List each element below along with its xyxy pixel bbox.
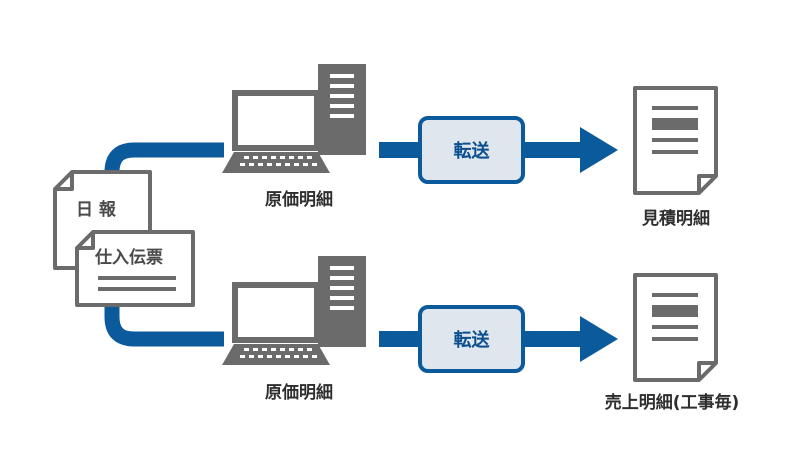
transfer-badge [418, 116, 525, 184]
server-tower-icon [318, 256, 366, 347]
server-tower-icon [318, 64, 366, 155]
arrow-head [580, 316, 618, 362]
computer-icon [222, 64, 366, 173]
daily-report-title: 日 報 [76, 199, 117, 220]
top-row: 原価明細 転送 見積明細 [222, 64, 718, 229]
laptop-keyboard [222, 344, 330, 365]
laptop-keyboard [222, 152, 330, 173]
source-documents: 日 報 仕入伝票 [53, 170, 195, 307]
connector-bottom [104, 298, 224, 347]
bottom-output-label: 売上明細(工事毎) [605, 392, 740, 413]
arrow-head [580, 127, 618, 173]
text-line [98, 276, 176, 280]
text-line [98, 287, 176, 291]
top-output-label: 見積明細 [641, 208, 710, 229]
top-transfer-label: 転送 [454, 140, 491, 162]
purchase-slip-document: 仕入伝票 [75, 230, 195, 307]
top-transfer-arrow: 転送 [379, 116, 618, 184]
estimate-document-icon [633, 86, 718, 195]
laptop-screen [232, 282, 320, 343]
purchase-slip-title: 仕入伝票 [94, 247, 163, 268]
transfer-badge [418, 305, 525, 373]
bottom-transfer-arrow: 転送 [379, 305, 618, 373]
bottom-system-label: 原価明細 [265, 382, 333, 403]
sales-document-icon [633, 273, 718, 382]
bottom-row: 原価明細 転送 売上明細(工事毎) [222, 256, 739, 413]
bottom-transfer-label: 転送 [454, 329, 491, 351]
laptop-screen [232, 90, 320, 151]
top-system-label: 原価明細 [265, 189, 333, 210]
computer-icon [222, 256, 366, 365]
